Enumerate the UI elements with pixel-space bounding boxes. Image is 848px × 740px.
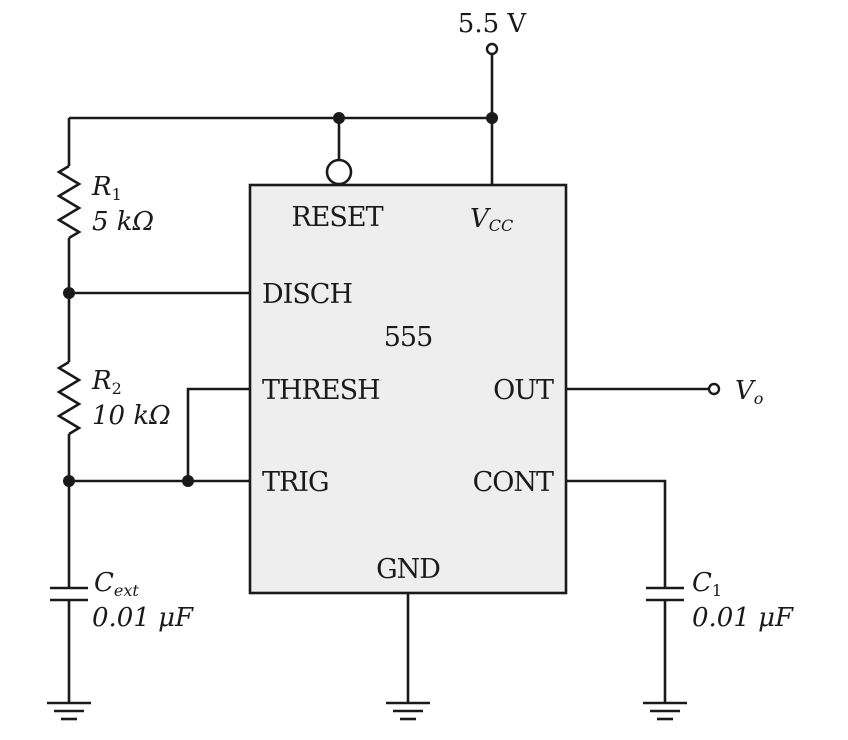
output-terminal (707, 382, 721, 396)
pin-disch-label: DISCH (262, 279, 352, 310)
chip-555-body (248, 183, 568, 595)
r1-name: R1 (91, 172, 122, 204)
r2-value: 10 kΩ (92, 401, 171, 431)
junction-vcc (486, 112, 498, 124)
output-label: Vo (735, 376, 763, 408)
chip-name: 555 (384, 322, 433, 353)
cont-wire (566, 479, 667, 588)
thresh-wire (186, 387, 250, 481)
pin-reset-label: RESET (291, 202, 383, 233)
pin-cont-label: CONT (473, 467, 554, 498)
pin-vcc-label: VCC (470, 204, 513, 235)
pin-thresh-label: THRESH (262, 375, 380, 406)
r2-name: R2 (91, 366, 122, 398)
resistor-r2 (56, 360, 82, 436)
supply-terminal (485, 42, 499, 56)
ground-icon-c1 (643, 701, 687, 721)
supply-voltage-label: 5.5 V (458, 9, 528, 39)
r1-value: 5 kΩ (92, 207, 154, 237)
cext-name: Cext (94, 568, 139, 600)
c1-name: C1 (692, 568, 722, 600)
cext-value: 0.01 μF (92, 603, 194, 633)
pin-gnd-label: GND (376, 554, 440, 585)
pin-trig-label: TRIG (262, 467, 329, 498)
ground-icon-chip (386, 701, 430, 721)
resistor-r1 (56, 164, 82, 240)
reset-inverter-bubble (325, 158, 353, 186)
c1-value: 0.01 μF (692, 603, 794, 633)
ground-icon-cext (47, 701, 91, 721)
pin-out-label: OUT (493, 375, 554, 406)
